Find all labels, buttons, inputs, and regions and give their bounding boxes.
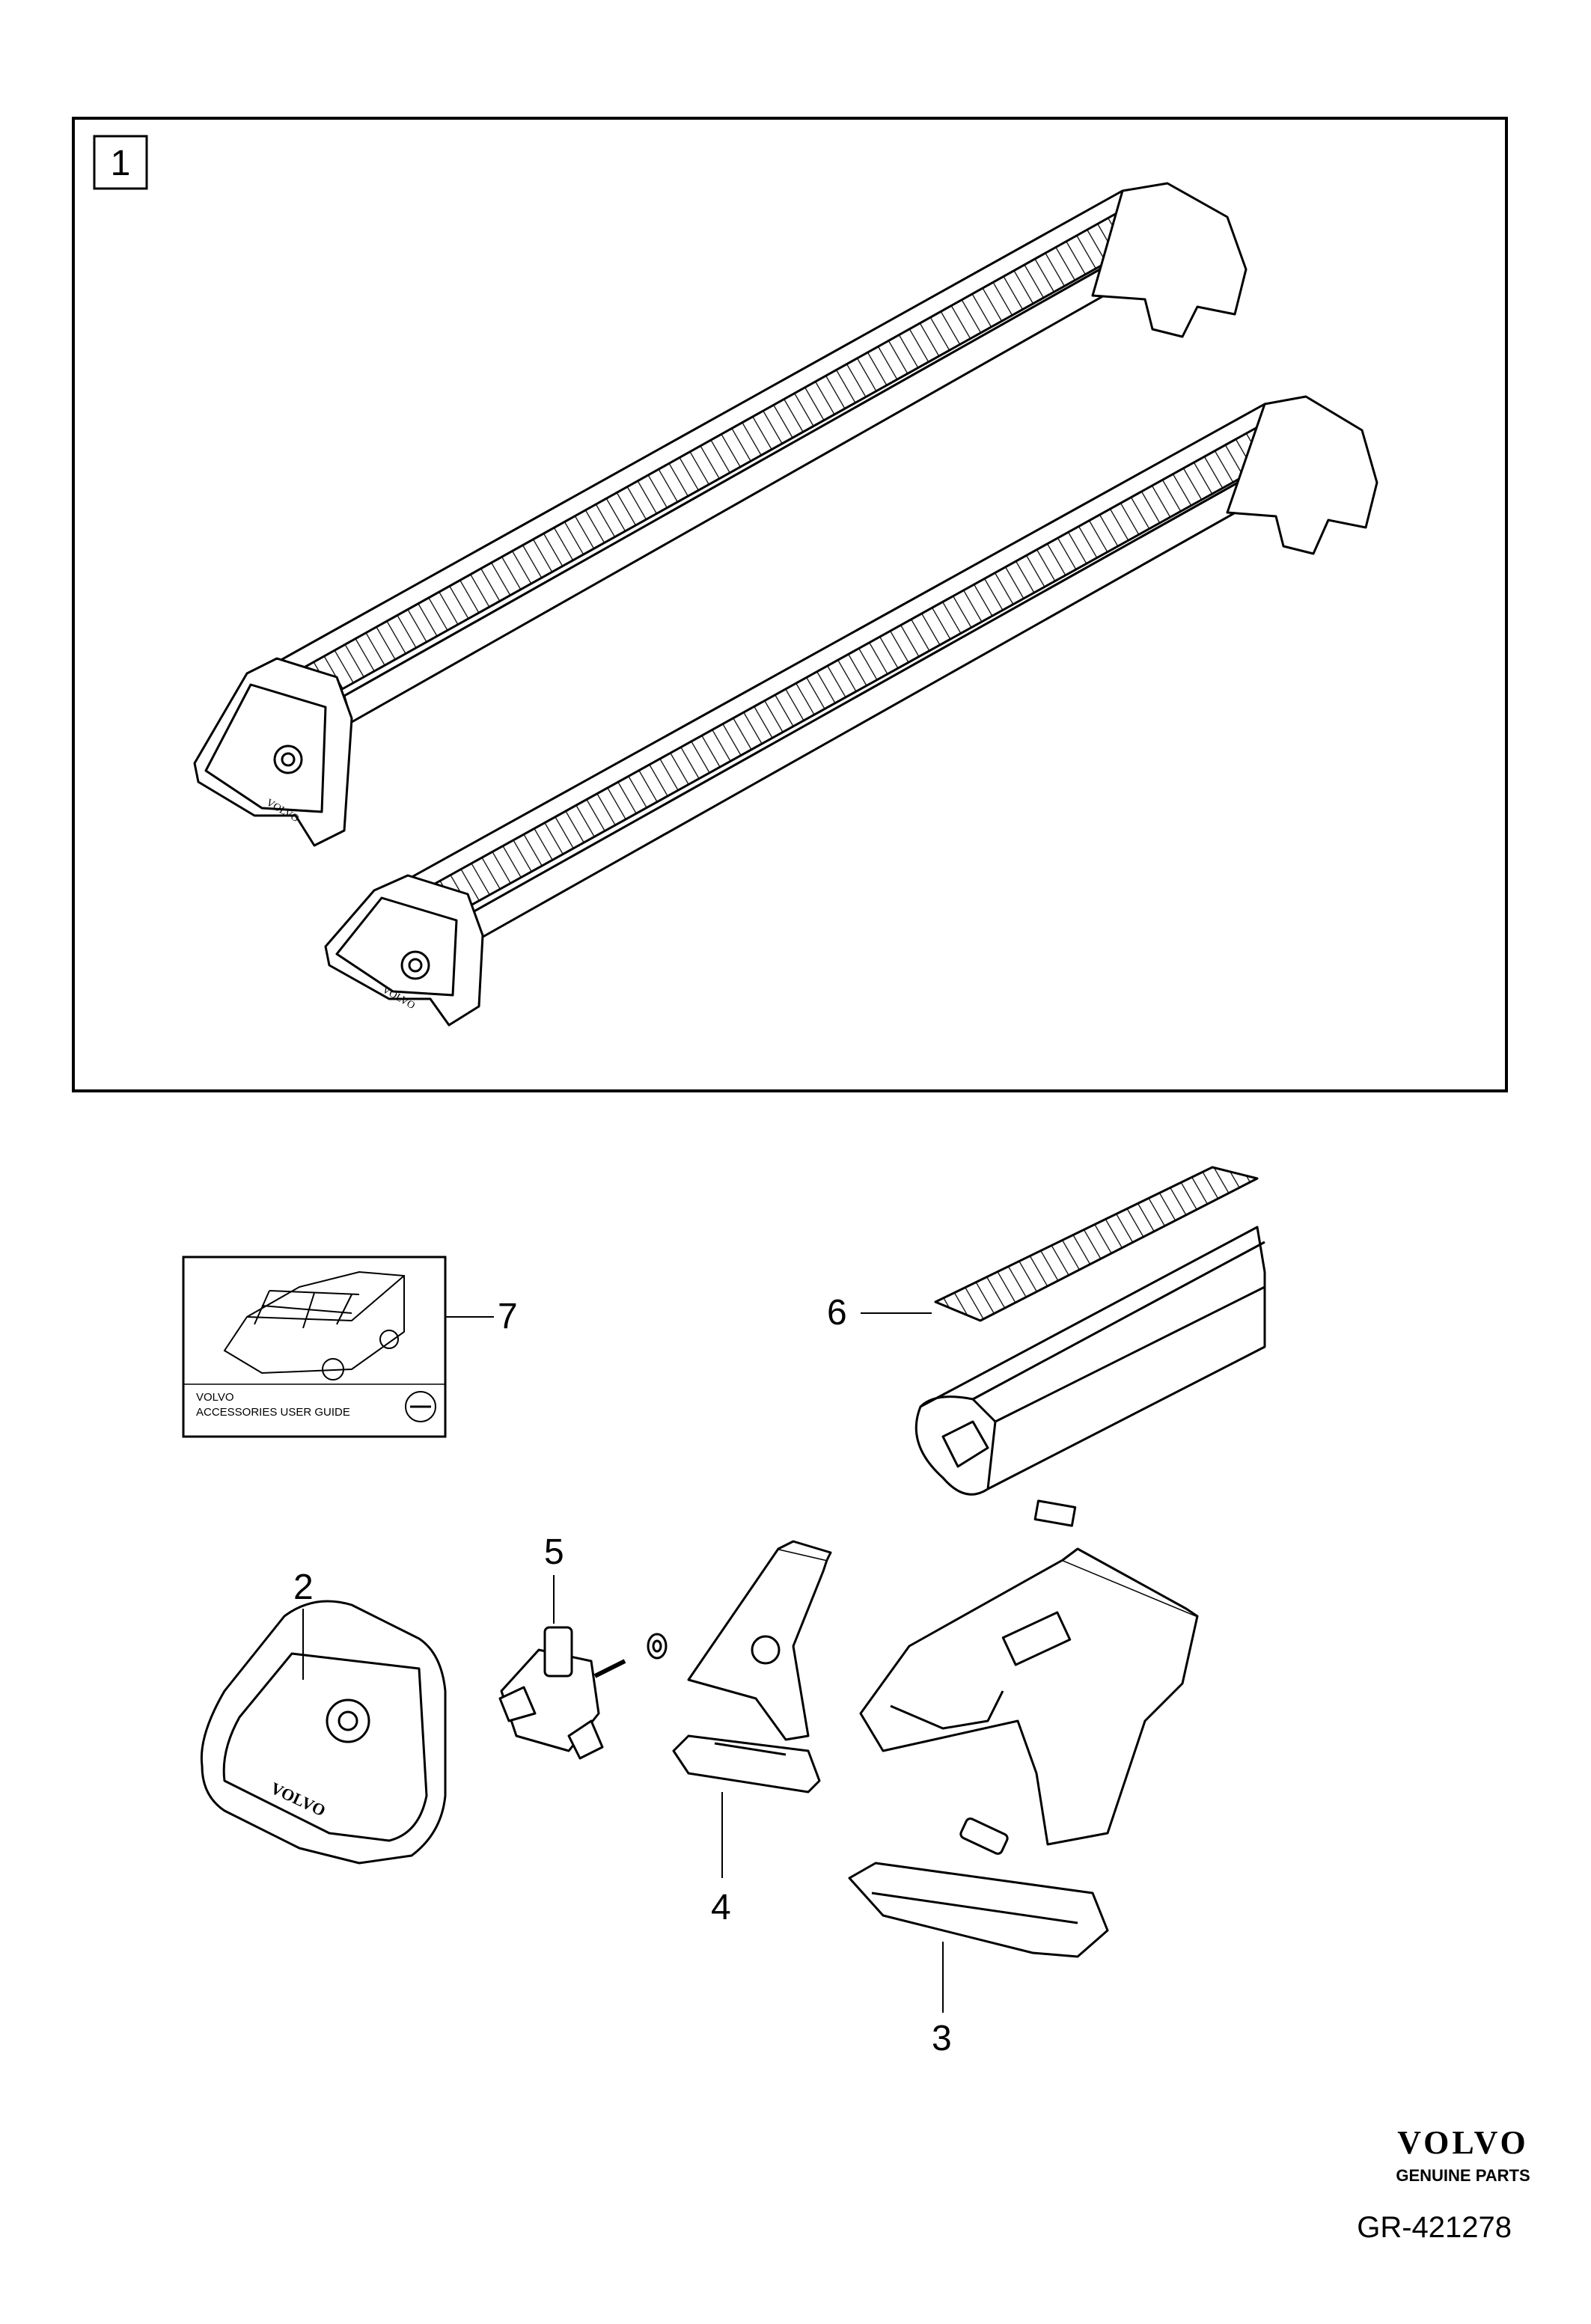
user-guide-booklet: VOLVO ACCESSORIES USER GUIDE 7 [182, 1256, 518, 1438]
clamp-bracket: 4 [672, 1540, 832, 1927]
guide-brand: VOLVO [196, 1391, 234, 1404]
bar-extrusion [914, 1226, 1266, 1496]
assembly-frame: 1 [72, 117, 1508, 1092]
figure-id: GR-421278 [1357, 2211, 1512, 2244]
car-illustration [223, 1270, 405, 1380]
bar-profile-section: 6 [827, 1166, 1266, 1527]
bar-top-profile [421, 418, 1315, 911]
knob-wing-left [498, 1686, 537, 1722]
callout-2: 2 [293, 1568, 314, 1607]
roof-bar-lower: VOLVO [324, 395, 1378, 1027]
end-cap: VOLVO 2 [200, 1568, 447, 1865]
end-cap-face [204, 683, 327, 813]
callout-3: 3 [932, 2019, 952, 2058]
rubber-strip [934, 1166, 1259, 1322]
genuine-parts-label: GENUINE PARTS [1396, 2166, 1530, 2185]
foot-housing: 3 [848, 1547, 1199, 2058]
item-1-label: 1 [111, 144, 131, 183]
brand-block: VOLVO GENUINE PARTS GR-421278 [1357, 2124, 1530, 2244]
slot-nut [1033, 1499, 1077, 1527]
knob-wing-top [543, 1626, 573, 1678]
locking-pin [959, 1817, 1009, 1855]
roof-bar-upper: VOLVO [193, 182, 1248, 847]
knob-wing-right [567, 1719, 604, 1760]
knob-body [500, 1648, 600, 1752]
foot-body [859, 1559, 1199, 1846]
rubber-foot-pad [848, 1862, 1109, 1958]
item-1-box [93, 135, 148, 190]
frame-border [72, 117, 1508, 1092]
bar-foot-right [1091, 182, 1248, 338]
callout-7: 7 [498, 1297, 518, 1336]
bar-foot-right [1226, 395, 1378, 555]
callout-5: 5 [544, 1532, 564, 1572]
callout-6: 6 [827, 1293, 847, 1333]
cap-body [200, 1600, 447, 1865]
threaded-bolt [593, 1659, 626, 1678]
callout-4: 4 [711, 1888, 731, 1927]
rubber-pad [672, 1734, 821, 1794]
tension-knob: 5 [498, 1532, 668, 1760]
guide-title: ACCESSORIES USER GUIDE [196, 1406, 350, 1419]
volvo-logo: VOLVO [1397, 2124, 1529, 2161]
bar-side [343, 219, 1191, 724]
